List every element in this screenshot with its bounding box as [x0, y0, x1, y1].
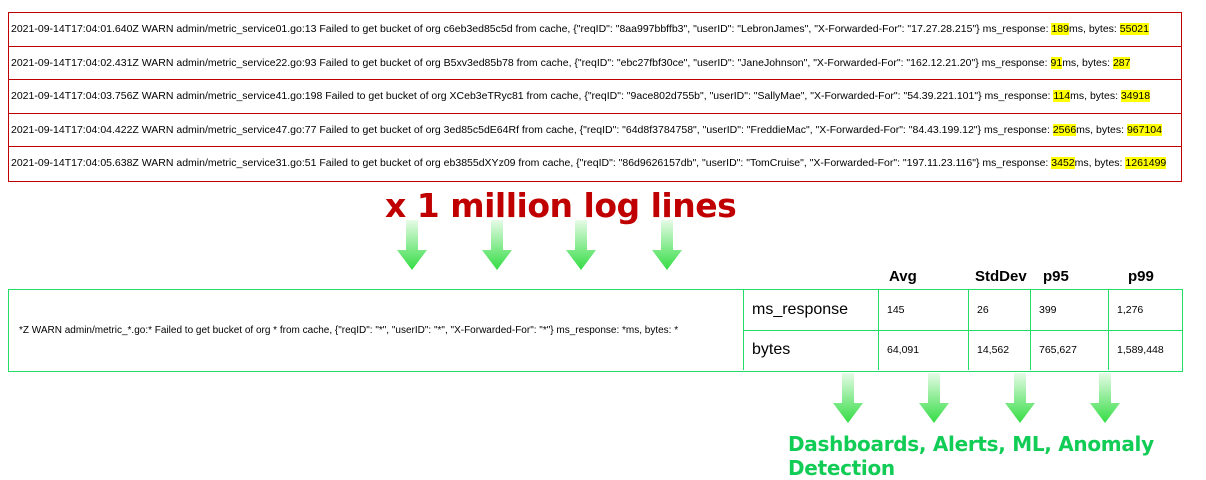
value-cell: 145: [878, 290, 968, 330]
log-text: ms, bytes:: [1062, 56, 1113, 69]
log-text: ms, bytes:: [1076, 123, 1127, 136]
log-text: ms, bytes:: [1074, 157, 1126, 170]
value-cell: 765,627: [1030, 330, 1108, 370]
bytes-value: 287: [1112, 56, 1131, 69]
metric-ms-response: ms_response: [743, 290, 878, 330]
down-arrow-icon: [919, 373, 949, 423]
bytes-value: 967104: [1126, 123, 1162, 136]
log-pattern: *Z WARN admin/metric_*.go:* Failed to ge…: [19, 324, 679, 336]
log-text: 2021-09-14T17:04:03.756Z WARN admin/metr…: [11, 90, 1054, 103]
ms-value: 189: [1051, 23, 1069, 35]
log-text: ms, bytes:: [1069, 23, 1120, 35]
log-text: 2021-09-14T17:04:01.640Z WARN admin/metr…: [11, 23, 1052, 35]
header-avg: Avg: [889, 268, 917, 285]
log-line: 2021-09-14T17:04:05.638Z WARN admin/metr…: [9, 147, 1181, 181]
down-arrow-icon: [482, 220, 512, 270]
log-lines-box: 2021-09-14T17:04:01.640Z WARN admin/metr…: [8, 12, 1182, 182]
log-line: 2021-09-14T17:04:03.756Z WARN admin/metr…: [9, 80, 1181, 114]
down-arrow-icon: [1005, 373, 1035, 423]
header-stddev: StdDev: [975, 268, 1027, 285]
ms-value: 2566: [1052, 123, 1077, 136]
down-arrow-icon: [566, 220, 596, 270]
ms-value: 91: [1050, 56, 1063, 69]
metric-bytes: bytes: [743, 330, 878, 370]
volume-title: x 1 million log lines: [385, 186, 737, 225]
value-cell: 26: [968, 290, 1030, 330]
log-line: 2021-09-14T17:04:02.431Z WARN admin/metr…: [9, 47, 1181, 81]
down-arrow-icon: [652, 220, 682, 270]
summary-table: *Z WARN admin/metric_*.go:* Failed to ge…: [8, 289, 1183, 372]
header-p99: p99: [1128, 268, 1154, 285]
bytes-value: 1261499: [1125, 157, 1167, 170]
down-arrow-icon: [833, 373, 863, 423]
value-cell: 1,276: [1108, 290, 1182, 330]
value-cell: 1,589,448: [1108, 330, 1182, 370]
value-cell: 399: [1030, 290, 1108, 330]
ms-value: 114: [1053, 90, 1071, 103]
bytes-value: 55021: [1119, 23, 1149, 35]
value-cell: 64,091: [878, 330, 968, 370]
row-divider: [743, 330, 1182, 331]
bytes-value: 34918: [1120, 90, 1151, 103]
header-p95: p95: [1043, 268, 1069, 285]
ms-value: 3452: [1051, 157, 1075, 170]
log-text: 2021-09-14T17:04:05.638Z WARN admin/metr…: [11, 157, 1052, 170]
log-line: 2021-09-14T17:04:01.640Z WARN admin/metr…: [9, 13, 1181, 47]
log-text: 2021-09-14T17:04:04.422Z WARN admin/metr…: [11, 123, 1053, 136]
log-text: ms, bytes:: [1070, 90, 1121, 103]
down-arrow-icon: [1090, 373, 1120, 423]
down-arrow-icon: [397, 220, 427, 270]
log-text: 2021-09-14T17:04:02.431Z WARN admin/metr…: [11, 56, 1051, 69]
log-line: 2021-09-14T17:04:04.422Z WARN admin/metr…: [9, 114, 1181, 148]
value-cell: 14,562: [968, 330, 1030, 370]
outputs-caption: Dashboards, Alerts, ML, Anomaly Detectio…: [788, 432, 1154, 480]
